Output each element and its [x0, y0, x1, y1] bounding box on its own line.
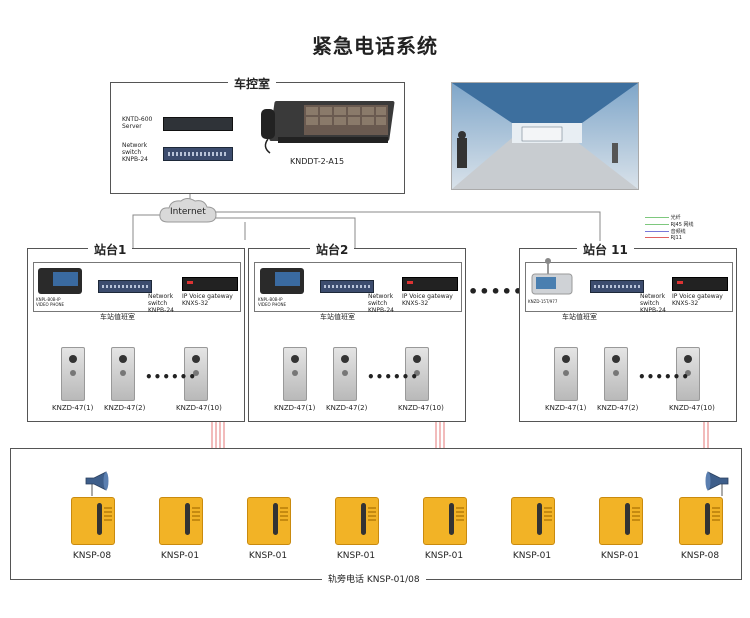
intercom-label: KNZD-47(10)	[669, 404, 715, 412]
console-label: KNDDT-2-A15	[290, 157, 345, 166]
trackside-phone	[247, 497, 291, 545]
dispatch-phone-11	[528, 258, 576, 296]
station-switch-label-1: Network switch KNPB-24	[148, 293, 174, 314]
trackside-phone-label: KNSP-08	[72, 551, 112, 561]
control-room-label: 车控室	[228, 75, 277, 92]
video-phone-1	[38, 268, 82, 294]
duty-room-label-2: 车站值班室	[320, 313, 355, 321]
intercom-label: KNZD-47(1)	[52, 404, 94, 412]
trackside-phone-label: KNSP-01	[424, 551, 464, 561]
station-switch-11	[590, 280, 644, 293]
station-platform-photo	[451, 82, 639, 190]
trackside-label: 轨旁电话 KNSP-01/08	[322, 572, 426, 585]
trackside-phone-label: KNSP-01	[336, 551, 376, 561]
intercom-2-1	[283, 347, 307, 401]
trackside-phone	[423, 497, 467, 545]
trackside-phone-label: KNSP-08	[680, 551, 720, 561]
intercom-11-2	[604, 347, 628, 401]
duty-room-label-11: 车站值班室	[562, 313, 597, 321]
dispatch-phone-label-11: KNZD-15T/977	[528, 299, 558, 304]
more-intercoms-1: ••••••	[145, 370, 198, 384]
control-switch-device	[163, 147, 233, 161]
legend: 光纤 RJ45 网线 音频线 RJ11	[645, 214, 705, 244]
intercom-1-2	[111, 347, 135, 401]
station-switch-label-2: Network switch KNPB-24	[368, 293, 394, 314]
loudspeaker-horn-icon	[82, 470, 112, 496]
trackside-phone	[511, 497, 555, 545]
voice-gateway-2	[402, 277, 458, 291]
intercom-label: KNZD-47(2)	[597, 404, 639, 412]
trackside-phone-label: KNSP-01	[160, 551, 200, 561]
trackside-phone	[335, 497, 379, 545]
intercom-1-1	[61, 347, 85, 401]
dispatch-console	[258, 99, 398, 156]
legend-label: 光纤	[670, 215, 681, 221]
station-label-11: 站台 11	[577, 241, 634, 258]
control-switch-label: Network switch KNPB-24	[122, 142, 148, 163]
server-label: KNTD-600 Server	[122, 116, 153, 130]
legend-label: 音频线	[670, 229, 686, 235]
internet-label: Internet	[170, 207, 206, 217]
intercom-label: KNZD-47(10)	[398, 404, 444, 412]
video-phone-label-2: KNPL-B0B-IP VIDEO PHONE	[258, 297, 287, 307]
more-intercoms-11: ••••••	[638, 370, 691, 384]
diagram-title: 紧急电话系统	[312, 34, 438, 58]
internet-cloud	[158, 198, 220, 226]
server-device	[163, 117, 233, 131]
trackside-phone	[71, 497, 115, 545]
voice-gateway-label-11: IP Voice gateway KNXS-32	[672, 293, 723, 307]
more-intercoms-2: ••••••	[367, 370, 420, 384]
intercom-label: KNZD-47(2)	[326, 404, 368, 412]
trackside-phone-label: KNSP-01	[512, 551, 552, 561]
voice-gateway-label-2: IP Voice gateway KNXS-32	[402, 293, 453, 307]
intercom-2-3	[405, 347, 429, 401]
trackside-phone-label: KNSP-01	[600, 551, 640, 561]
loudspeaker-horn-icon	[702, 470, 732, 496]
intercom-1-3	[184, 347, 208, 401]
station-label-1: 站台1	[88, 241, 133, 258]
intercom-2-2	[333, 347, 357, 401]
legend-label: RJ11	[670, 235, 682, 241]
station-label-2: 站台2	[310, 241, 355, 258]
trackside-phone	[159, 497, 203, 545]
more-stations-dots: ••••••	[468, 282, 536, 301]
intercom-label: KNZD-47(1)	[274, 404, 316, 412]
voice-gateway-11	[672, 277, 728, 291]
duty-room-label-1: 车站值班室	[100, 313, 135, 321]
intercom-label: KNZD-47(10)	[176, 404, 222, 412]
trackside-phone	[599, 497, 643, 545]
voice-gateway-label-1: IP Voice gateway KNXS-32	[182, 293, 233, 307]
legend-label: RJ45 网线	[670, 222, 694, 228]
intercom-11-3	[676, 347, 700, 401]
voice-gateway-1	[182, 277, 238, 291]
intercom-11-1	[554, 347, 578, 401]
video-phone-label-1: KNPL-B0B-IP VIDEO PHONE	[36, 297, 65, 307]
video-phone-2	[260, 268, 304, 294]
trackside-phone-label: KNSP-01	[248, 551, 288, 561]
station-switch-label-11: Network switch KNPB-24	[640, 293, 666, 314]
intercom-label: KNZD-47(1)	[545, 404, 587, 412]
intercom-label: KNZD-47(2)	[104, 404, 146, 412]
station-switch-2	[320, 280, 374, 293]
station-switch-1	[98, 280, 152, 293]
trackside-phone	[679, 497, 723, 545]
